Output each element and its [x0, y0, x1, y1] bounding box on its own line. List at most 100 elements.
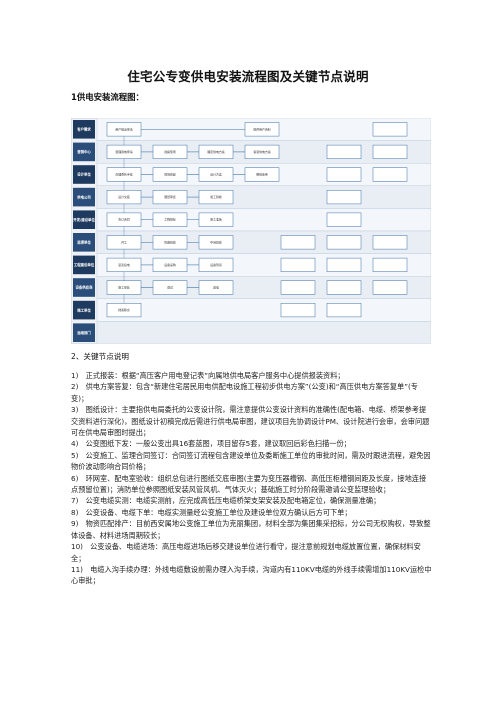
- process-box-label: 设备采购: [164, 262, 176, 267]
- swimlane-label: 设备供应商: [76, 285, 94, 290]
- process-box: [106, 280, 142, 295]
- process-box: [106, 257, 142, 272]
- process-box-label: 施工安装: [118, 285, 130, 290]
- process-box: [152, 235, 188, 250]
- process-box: [244, 144, 280, 159]
- process-box: [280, 257, 316, 272]
- swimlane-header: [73, 233, 95, 252]
- process-box-label: 用户提出申请: [115, 126, 132, 131]
- process-box: [372, 257, 408, 272]
- keypoint-paragraph: 2) 供电方案答复：包含“新建住宅居民用电供配电设施工程初步供电方案”(公变)和…: [71, 382, 418, 403]
- swimlane-header: [73, 165, 95, 184]
- process-box-label: 中间验收: [210, 239, 222, 244]
- process-box: [244, 122, 280, 137]
- process-box: [106, 212, 142, 227]
- process-box: [326, 235, 362, 250]
- process-box-label: 设计方案: [210, 172, 222, 177]
- process-box: [244, 167, 280, 182]
- swimlane-label: 客户需求: [76, 127, 91, 132]
- swimlane-label: 供电公司: [76, 194, 91, 199]
- keypoint-paragraph: 8) 公变设备、电缆下单：电缆实测量经公变施工单位及建设单位双方确认后方可下单；: [71, 507, 352, 517]
- process-box: [326, 303, 362, 318]
- process-box: [198, 144, 234, 159]
- process-box-label: 送电: [213, 285, 219, 290]
- keypoints-body: 1) 正式报装：根据“高压客户用电登记表”向属地供电局客户服务中心提供报装资料；…: [71, 370, 433, 587]
- process-box: [280, 280, 316, 295]
- process-box-label: 工程招标: [164, 217, 176, 222]
- process-box-label: 施工准备: [210, 217, 222, 222]
- process-box-label: 现场勘察: [164, 172, 176, 177]
- process-box-label: 图纸会审: [256, 172, 268, 177]
- process-box: [372, 167, 408, 182]
- process-box-label: 勘察现场: [164, 149, 176, 154]
- swimlane-label: 施工单位: [77, 307, 91, 312]
- process-box: [198, 212, 234, 227]
- process-box: [152, 212, 188, 227]
- document-title: 住宅公专变供电安装流程图及关键节点说明: [127, 69, 369, 84]
- swimlane-label: 设计单位: [77, 172, 91, 177]
- swimlane-header: [73, 210, 95, 229]
- keypoint-paragraph: 9) 物资匹配排产：目前西安属地公变施工单位为克丽集团，材料全部为集团集采招标，…: [71, 519, 431, 540]
- process-box: [326, 190, 362, 205]
- process-box-label: 装表接电: [118, 262, 130, 267]
- process-box: [106, 167, 142, 182]
- keypoint-paragraph: 5) 公变施工、监理合同签订：合同签订流程包含建设单位及委断施工单位的审批时间，…: [71, 450, 431, 472]
- process-box: [326, 144, 362, 159]
- process-box: [198, 167, 234, 182]
- swimlane-label: 开发/建设单位: [73, 217, 95, 222]
- process-box-label: 答复供电方案: [253, 149, 270, 154]
- process-box: [198, 235, 234, 250]
- swimlane-header: [73, 120, 95, 139]
- process-box: [326, 257, 362, 272]
- section-heading-keypoints: 2、关键节点说明: [71, 352, 129, 361]
- process-box-label: 竣工验收: [210, 194, 222, 199]
- keypoint-paragraph: 10) 公变设备、电缆进场：高压电缆进场后移交建设单位进行看守，提注意前规划电缆…: [71, 542, 421, 563]
- swimlane-header: [73, 142, 95, 162]
- keypoint-paragraph: 6) 环网室、配电室验收：组织总包进行图纸交底审图(主要为变压器槽钢、高低压柜槽…: [71, 473, 427, 495]
- process-box-label: 隐蔽验收: [164, 239, 176, 244]
- swimlane-header: [73, 187, 95, 207]
- keypoint-paragraph: 4) 公变图纸下发：一般公变出具16套蓝图，项目留存5套，建议取回后彩色扫描一份…: [71, 439, 351, 449]
- process-box-label: 开工: [121, 240, 127, 244]
- process-box: [106, 303, 142, 318]
- process-box: [372, 235, 408, 250]
- process-box-label: 图纸审查: [164, 194, 176, 199]
- section-heading-flowchart: 1供电安装流程图：: [71, 92, 144, 102]
- keypoint-paragraph: 11) 电缆入沟手续办理：外线电缆敷设前需办理入沟手续，沟道内有110KV电缆的…: [71, 564, 432, 586]
- process-box: [326, 212, 362, 227]
- swimlane-label: 营销中心: [77, 149, 91, 154]
- process-box-label: 档案移交: [118, 307, 130, 312]
- process-box-label: 调试: [167, 285, 173, 290]
- swimlane-header: [73, 255, 95, 275]
- process-box-label: 提供用户资料: [253, 126, 270, 131]
- swimlane-header: [73, 300, 95, 320]
- process-box: [152, 280, 188, 295]
- process-box: [106, 144, 142, 159]
- process-box: [152, 167, 188, 182]
- process-box: [198, 257, 234, 272]
- process-box-label: 确定供电方案: [207, 149, 224, 154]
- process-box: [106, 190, 142, 205]
- swimlane-row: [96, 298, 431, 322]
- process-box: [280, 303, 316, 318]
- process-box: [152, 257, 188, 272]
- process-box: [106, 122, 142, 137]
- process-box: [326, 167, 362, 182]
- process-box: [372, 280, 408, 295]
- process-box: [372, 122, 408, 137]
- flowchart-diagram: 客户需求营销中心设计单位供电公司开发/建设单位监理单位工程建设单位设备供应商施工…: [71, 118, 431, 344]
- swimlane-header: [73, 278, 95, 297]
- swimlane-label: 工程建设单位: [74, 262, 95, 267]
- process-box: [280, 235, 316, 250]
- swimlane-row: [96, 321, 431, 344]
- process-box-label: 受理用电申请: [115, 149, 132, 154]
- process-box-label: 设备到货: [210, 262, 222, 267]
- swimlane-label: 运维部门: [77, 330, 91, 335]
- process-box: [152, 144, 188, 159]
- keypoint-paragraph: 7) 公变电缆实测：电缆实测前，应完成高低压电缆桥架支架安装及配电箱定位，确保测…: [71, 496, 381, 506]
- process-box: [152, 190, 188, 205]
- process-box-label: 设计交底: [118, 194, 130, 199]
- process-box-label: 办理委托手续: [115, 172, 132, 177]
- keypoint-paragraph: 3) 图纸设计：主要指供电局委托的公变设计院，需注意提供公变设计资料的准确性(配…: [71, 405, 430, 438]
